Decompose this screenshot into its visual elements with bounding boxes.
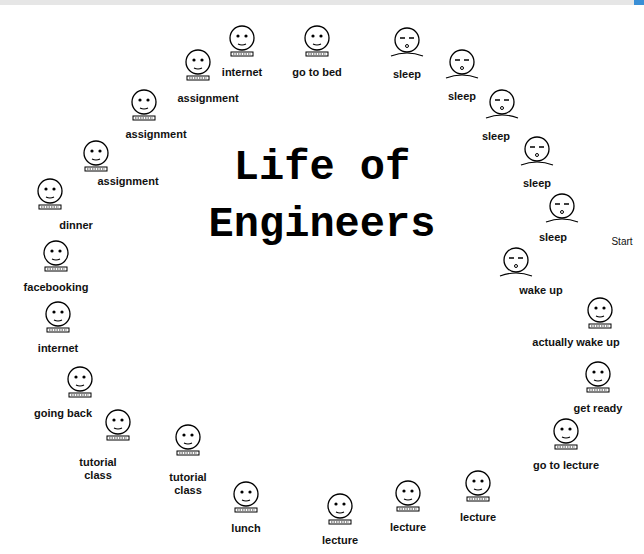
step-label: go to lecture	[533, 459, 599, 472]
face-figure	[466, 471, 490, 501]
step-label: assignment	[125, 128, 186, 141]
face-figure	[328, 494, 352, 524]
step-label: dinner	[59, 219, 93, 232]
top-strip	[0, 0, 644, 5]
step-label: assignment	[97, 175, 158, 188]
face-figure	[132, 90, 156, 120]
step-label: assignment	[177, 92, 238, 105]
face-figure	[521, 137, 553, 165]
face-figure	[84, 141, 108, 171]
step-label: lunch	[231, 522, 260, 535]
corner-mark	[634, 0, 644, 5]
step-label: lecture	[322, 534, 358, 547]
face-figure	[396, 481, 420, 511]
face-figure	[305, 26, 329, 56]
step-label: sleep	[448, 90, 476, 103]
step-label: Start	[611, 235, 632, 248]
step-label: facebooking	[24, 281, 89, 294]
step-label: get ready	[574, 402, 623, 415]
step-label: lecture	[390, 521, 426, 534]
step-label: going back	[34, 407, 92, 420]
step-label: sleep	[393, 68, 421, 81]
step-label: internet	[222, 66, 262, 79]
face-figure	[68, 367, 92, 397]
step-label: tutorial class	[158, 471, 218, 497]
step-label: internet	[38, 342, 78, 355]
title-text: Life of Engineers	[209, 140, 436, 254]
step-label: sleep	[523, 177, 551, 190]
face-figure	[106, 410, 130, 440]
face-figure	[446, 50, 478, 78]
face-figure	[486, 90, 518, 118]
face-figure	[44, 241, 68, 271]
step-label: wake up	[519, 284, 562, 297]
face-figure	[234, 482, 258, 512]
step-label: lecture	[460, 511, 496, 524]
face-figure	[176, 425, 200, 455]
face-figure	[230, 26, 254, 56]
step-label: actually wake up	[532, 336, 619, 349]
face-figure	[391, 28, 423, 56]
face-figure	[588, 298, 612, 328]
step-label: sleep	[482, 130, 510, 143]
face-figure	[586, 362, 610, 392]
step-label: go to bed	[292, 66, 342, 79]
face-figure	[554, 419, 578, 449]
face-figure	[186, 50, 210, 80]
face-figure	[46, 302, 70, 332]
step-label: tutorial class	[68, 456, 128, 482]
face-figure	[38, 179, 62, 209]
face-figure	[546, 194, 578, 222]
face-figure	[500, 248, 532, 276]
step-label: sleep	[539, 231, 567, 244]
